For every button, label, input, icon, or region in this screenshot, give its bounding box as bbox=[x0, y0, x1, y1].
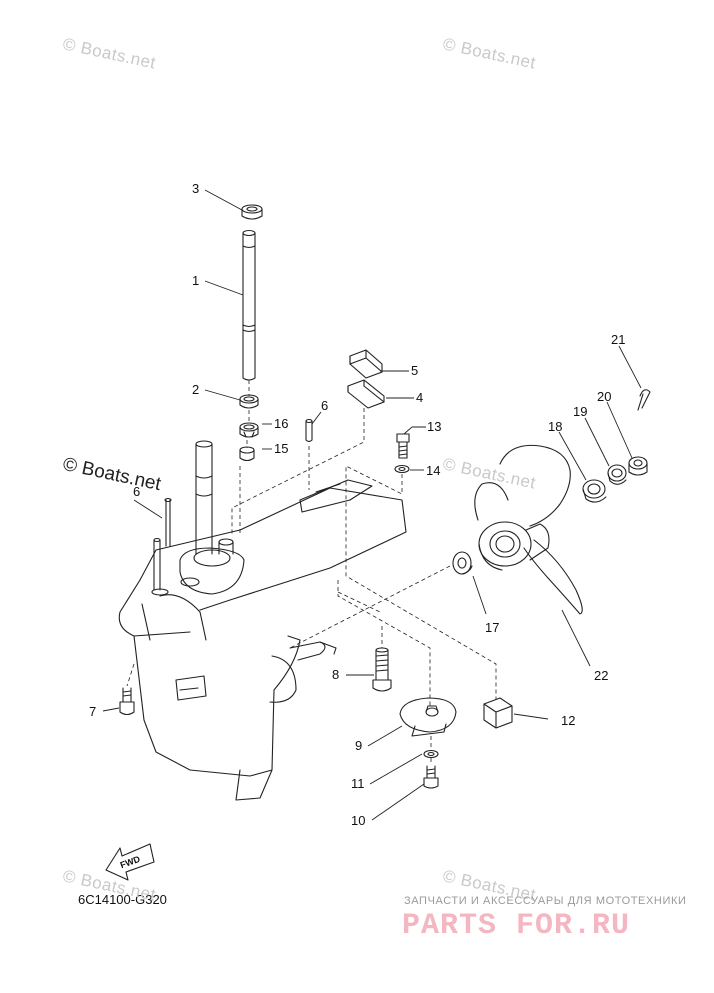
part-13-bolt bbox=[396, 433, 410, 459]
part-17-thrust-washer bbox=[452, 551, 473, 575]
part-2-bushing bbox=[239, 394, 259, 409]
callout-14: 14 bbox=[426, 463, 441, 478]
callout-6: 6 bbox=[321, 398, 329, 413]
brand-logo: PARTS FOR.RU bbox=[402, 909, 631, 943]
part-4-grommet bbox=[347, 379, 385, 409]
part-12-anode bbox=[483, 697, 513, 729]
part-22-propeller bbox=[474, 444, 583, 615]
callout-9: 9 bbox=[355, 738, 363, 753]
callout-1: 1 bbox=[192, 273, 200, 288]
callout-10: 10 bbox=[351, 813, 366, 828]
part-3-bushing bbox=[241, 204, 263, 220]
part-9-trim-tab bbox=[399, 697, 457, 737]
part-14-washer bbox=[394, 464, 410, 474]
part-21-cotter-pin bbox=[637, 389, 651, 411]
part-11-washer bbox=[423, 749, 439, 759]
lower-unit-housing bbox=[118, 479, 407, 801]
callout-13: 13 bbox=[427, 419, 442, 434]
assembly-lines bbox=[126, 380, 497, 764]
callout-8: 8 bbox=[332, 667, 340, 682]
callout-17: 17 bbox=[485, 620, 500, 635]
part-16-seal bbox=[239, 422, 259, 438]
callout-6-left: 6 bbox=[133, 484, 141, 499]
callout-22: 22 bbox=[594, 668, 609, 683]
drawing-code: 6C14100-G320 bbox=[78, 892, 167, 907]
callout-3: 3 bbox=[192, 181, 200, 196]
part-20-nut bbox=[628, 456, 648, 476]
part-19-washer bbox=[607, 464, 627, 485]
part-7-bolt bbox=[119, 687, 135, 716]
part-6-pin bbox=[305, 418, 313, 443]
callout-15: 15 bbox=[274, 441, 289, 456]
callout-2: 2 bbox=[192, 382, 200, 397]
callout-4: 4 bbox=[416, 390, 424, 405]
part-8-bolt bbox=[372, 647, 392, 692]
callout-7: 7 bbox=[89, 704, 97, 719]
brand-tagline: ЗАПЧАСТИ И АКСЕССУАРЫ ДЛЯ МОТОТЕХНИКИ bbox=[404, 895, 687, 907]
callout-5: 5 bbox=[411, 363, 419, 378]
callout-20: 20 bbox=[597, 389, 612, 404]
callout-21: 21 bbox=[611, 332, 626, 347]
part-15-sleeve bbox=[239, 446, 255, 462]
water-pump-assembly bbox=[151, 440, 245, 596]
leader-lines bbox=[102, 189, 642, 821]
fwd-arrow-icon bbox=[105, 843, 155, 881]
part-5-grommet bbox=[349, 349, 383, 379]
callout-19: 19 bbox=[573, 404, 588, 419]
callout-12: 12 bbox=[561, 713, 576, 728]
callout-18: 18 bbox=[548, 419, 563, 434]
part-1-drive-shaft bbox=[242, 229, 256, 381]
part-10-bolt bbox=[423, 765, 439, 789]
part-18-spacer bbox=[582, 479, 607, 503]
callout-11: 11 bbox=[351, 776, 365, 791]
callout-16: 16 bbox=[274, 416, 289, 431]
